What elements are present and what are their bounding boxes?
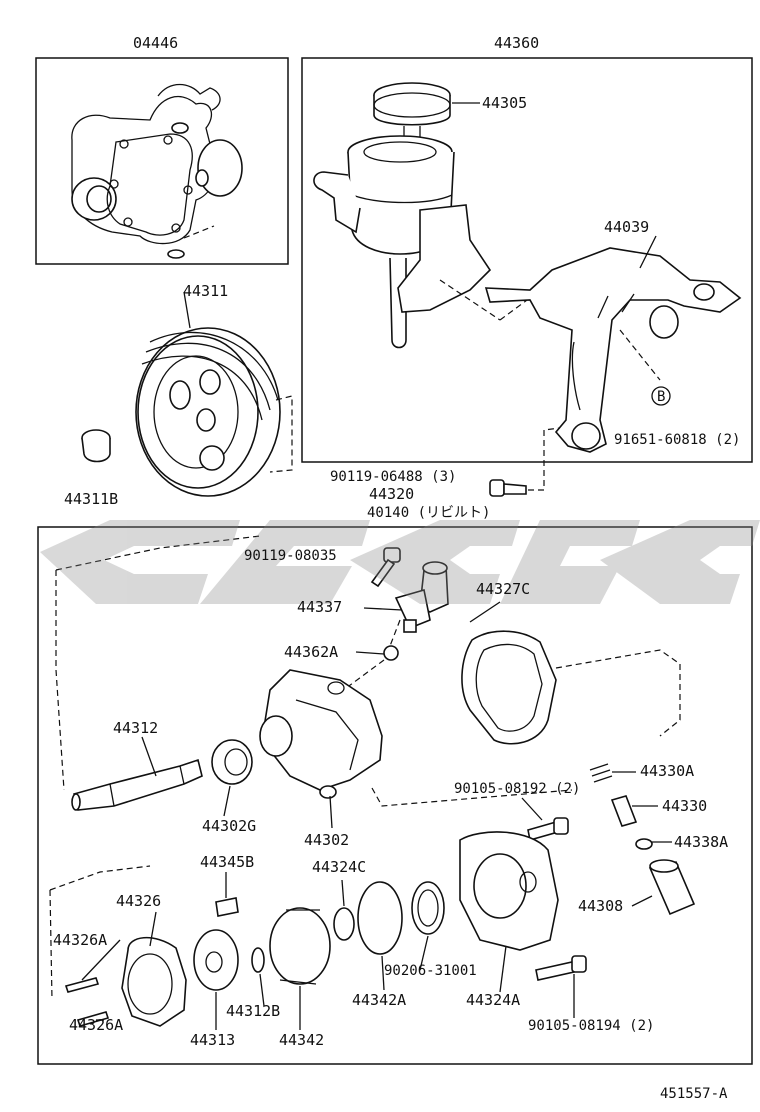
label-bearing: 44302G xyxy=(202,817,256,835)
gasket-kit-box xyxy=(35,57,289,265)
label-valve-spring: 44330A xyxy=(640,762,694,780)
label-pin-bottom: 44326A xyxy=(69,1016,123,1034)
label-marker-b: B xyxy=(657,389,665,405)
label-union: 44337 xyxy=(297,598,342,616)
label-gasket-42a: 44342A xyxy=(352,991,406,1009)
label-gasket-c: 44327C xyxy=(476,580,530,598)
label-oring-a: 44362A xyxy=(284,643,338,661)
reservoir-box xyxy=(301,57,753,463)
marker-b-circle xyxy=(651,386,671,406)
label-pulley: 44311 xyxy=(183,282,228,300)
diagonal-stripes-logo-icon xyxy=(40,520,760,604)
pump-drawing xyxy=(49,535,696,1027)
reservoir-drawing xyxy=(313,82,585,349)
label-drawing-no: 451557-A xyxy=(660,1086,728,1102)
bracket-drawing xyxy=(484,247,742,453)
label-pump-assy: 44320 xyxy=(369,485,414,503)
leader-lines xyxy=(81,102,672,1030)
label-fitting: 44308 xyxy=(578,897,623,915)
label-housing: 44302 xyxy=(304,831,349,849)
label-pump-reman: 40140 (リビルト) xyxy=(367,505,490,521)
label-vane: 44345B xyxy=(200,853,254,871)
pump-box xyxy=(37,526,753,1065)
label-bolt-91651: 91651-60818 (2) xyxy=(614,432,740,448)
label-oring-38a: 44338A xyxy=(674,833,728,851)
label-pulley-nut: 44311B xyxy=(64,490,118,508)
label-flow-valve: 44330 xyxy=(662,797,707,815)
label-ring: 44326 xyxy=(116,892,161,910)
label-plate: 44342 xyxy=(279,1031,324,1049)
label-gasket-kit: 04446 xyxy=(133,34,178,52)
label-bolt-90119-06488: 90119-06488 (3) xyxy=(330,469,456,485)
label-bolt-90105-08192: 90105-08192 (2) xyxy=(454,781,580,797)
label-snap-ring: 90206-31001 xyxy=(384,963,477,979)
label-bolt-90119-08035: 90119-08035 xyxy=(244,548,337,564)
pulley-drawing xyxy=(81,327,293,497)
gasket-kit-drawing xyxy=(71,83,243,259)
label-shaft: 44312 xyxy=(113,719,158,737)
label-clip: 44312B xyxy=(226,1002,280,1020)
label-pin-top: 44326A xyxy=(53,931,107,949)
label-bracket: 44039 xyxy=(604,218,649,236)
label-cap: 44305 xyxy=(482,94,527,112)
label-bolt-90105-08194: 90105-08194 (2) xyxy=(528,1018,654,1034)
label-reservoir-assy: 44360 xyxy=(494,34,539,52)
label-cover: 44324A xyxy=(466,991,520,1009)
bolt-90119-06488-drawing xyxy=(489,427,561,497)
label-oring-24c: 44324C xyxy=(312,858,366,876)
label-rotor: 44313 xyxy=(190,1031,235,1049)
